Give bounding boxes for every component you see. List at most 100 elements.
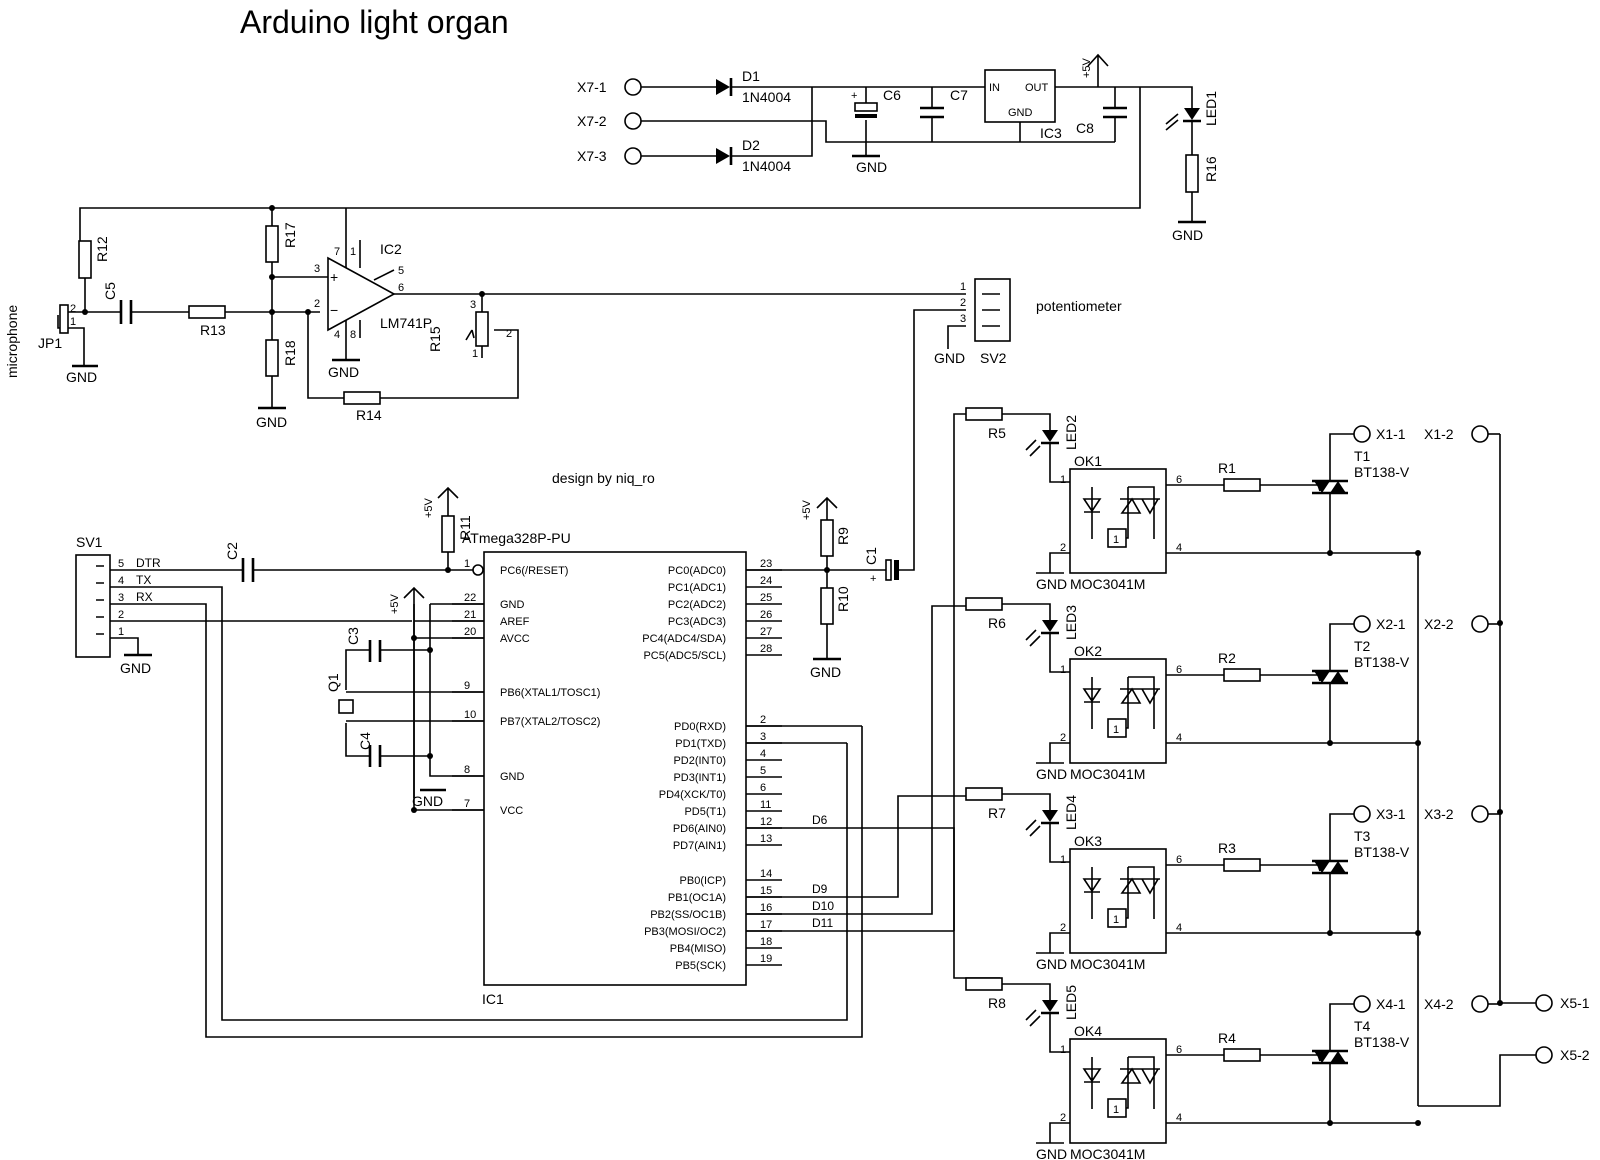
svg-text:D10: D10 (812, 899, 834, 913)
label-r10: R10 (835, 586, 851, 612)
svg-text:3: 3 (960, 313, 966, 325)
resistor-r18 (265, 339, 279, 377)
label-c5: C5 (102, 282, 118, 300)
amplifier-section: microphone 2 1 JP1 GND R12 C5 R13 R17 R1… (4, 205, 966, 430)
svg-text:1: 1 (1060, 854, 1066, 866)
svg-text:1: 1 (350, 246, 356, 258)
svg-text:6: 6 (1176, 1044, 1182, 1056)
svg-text:1: 1 (1113, 1104, 1119, 1116)
label-ic3: IC3 (1040, 125, 1062, 141)
svg-text:2: 2 (506, 328, 512, 340)
gate-resistor-label: R3 (1218, 840, 1236, 856)
mcu-pin-name: PB4(MISO) (670, 943, 726, 955)
svg-text:3: 3 (314, 263, 320, 275)
svg-text:1: 1 (1060, 474, 1066, 486)
label-r14: R14 (356, 407, 382, 423)
svg-text:2: 2 (1060, 1112, 1066, 1124)
svg-text:GND: GND (810, 664, 841, 680)
pot-connector-sv2: 1 2 3 SV2 GND potentiometer (913, 278, 1122, 557)
mcu-pin-name: AVCC (500, 633, 530, 645)
svg-text:1: 1 (118, 626, 124, 638)
svg-text:1: 1 (1113, 724, 1119, 736)
resistor-r9 (820, 519, 834, 557)
svg-text:2: 2 (70, 303, 76, 315)
svg-text:1: 1 (1060, 1044, 1066, 1056)
label-c6: C6 (883, 87, 901, 103)
label-x5-1: X5-1 (1560, 995, 1590, 1011)
mcu-right-pins: 23PC0(ADC0)24PC1(ADC1)25PC2(ADC2)26PC3(A… (642, 558, 782, 972)
label-lm741p: LM741P (380, 315, 432, 331)
mcu-pin-number: 10 (464, 709, 476, 721)
svg-text:1: 1 (1060, 664, 1066, 676)
mains-section: X5-1 X5-2 (1417, 434, 1590, 1107)
svg-text:2: 2 (118, 609, 124, 621)
svg-text:GND: GND (1172, 227, 1203, 243)
svg-text:D6: D6 (812, 813, 828, 827)
label-r15: R15 (427, 326, 443, 352)
svg-text:2: 2 (1060, 732, 1066, 744)
mcu-pin-number: 12 (760, 816, 772, 828)
resistor-r13 (188, 305, 226, 319)
mcu-pin-number: 24 (760, 575, 772, 587)
mcu-pin-number: 5 (760, 765, 766, 777)
mcu-pin-name: PB2(SS/OC1B) (650, 909, 726, 921)
svg-text:2: 2 (1060, 922, 1066, 934)
mcu-pin-number: 19 (760, 953, 772, 965)
svg-text:3: 3 (118, 592, 124, 604)
label-potentiometer: potentiometer (1036, 298, 1122, 314)
terminal-x2-1 (1353, 615, 1371, 633)
label-ic1: IC1 (482, 991, 504, 1007)
svg-text:1: 1 (70, 316, 76, 328)
output-terminal-label: X3-1 (1376, 806, 1406, 822)
designer-credit: design by niq_ro (552, 470, 655, 486)
svg-text:IN: IN (989, 82, 1000, 94)
triac-part-label: BT138-V (1354, 1034, 1410, 1050)
svg-text:+5V: +5V (423, 497, 435, 518)
optocoupler-ok1 (1069, 468, 1167, 574)
label-d2: D2 (742, 137, 760, 153)
terminal-x1-1 (1353, 425, 1371, 443)
mcu-pin-number: 11 (760, 799, 771, 811)
mcu-pin-number: 9 (464, 680, 470, 692)
label-x7-1: X7-1 (577, 79, 607, 95)
svg-text:3: 3 (470, 299, 476, 311)
mcu-pin-name: GND (500, 599, 525, 611)
mcu-pin-number: 22 (464, 592, 476, 604)
mcu-pin-name: PB3(MOSI/OC2) (644, 926, 726, 938)
resistor-r3 (1223, 858, 1261, 872)
svg-text:GND: GND (1036, 1146, 1067, 1160)
gate-resistor-label: R2 (1218, 650, 1236, 666)
label-r9: R9 (835, 527, 851, 545)
svg-text:+5V: +5V (801, 499, 813, 520)
label-c7: C7 (950, 87, 968, 103)
gnd-label-c6: GND (856, 159, 887, 175)
channel-resistor-label: R6 (988, 615, 1006, 631)
svg-text:GND: GND (1008, 107, 1033, 119)
channel-led-label: LED2 (1063, 415, 1079, 450)
svg-text:6: 6 (398, 282, 404, 294)
triac-part-label: BT138-V (1354, 654, 1410, 670)
label-d1-value: 1N4004 (742, 89, 791, 105)
svg-text:6: 6 (1176, 664, 1182, 676)
resistor-r5 (965, 407, 1003, 421)
mcu-pin-number: 6 (760, 782, 766, 794)
output-terminal-label: X2-2 (1424, 616, 1454, 632)
jack-jp1 (59, 304, 69, 334)
resistor-r16 (1185, 154, 1199, 193)
channel-led-label: LED5 (1063, 985, 1079, 1020)
channel-resistor-label: R5 (988, 425, 1006, 441)
serial-connector-sv1: SV1 5 4 3 2 1 DTR TX RX GND C2 (75, 534, 863, 1038)
label-r16: R16 (1203, 156, 1219, 182)
mcu-pin-number: 20 (464, 626, 476, 638)
svg-text:GND: GND (1036, 766, 1067, 782)
svg-text:+5V: +5V (1081, 57, 1093, 78)
resistor-r14 (343, 391, 381, 405)
mcu-pin-number: 14 (760, 868, 772, 880)
led-led1 (1165, 108, 1201, 131)
terminal-x7-1 (624, 78, 642, 96)
svg-text:6: 6 (1176, 474, 1182, 486)
label-x7-2: X7-2 (577, 113, 607, 129)
svg-text:+: + (870, 573, 876, 585)
mcu-pin-name: PC6(/RESET) (500, 565, 568, 577)
